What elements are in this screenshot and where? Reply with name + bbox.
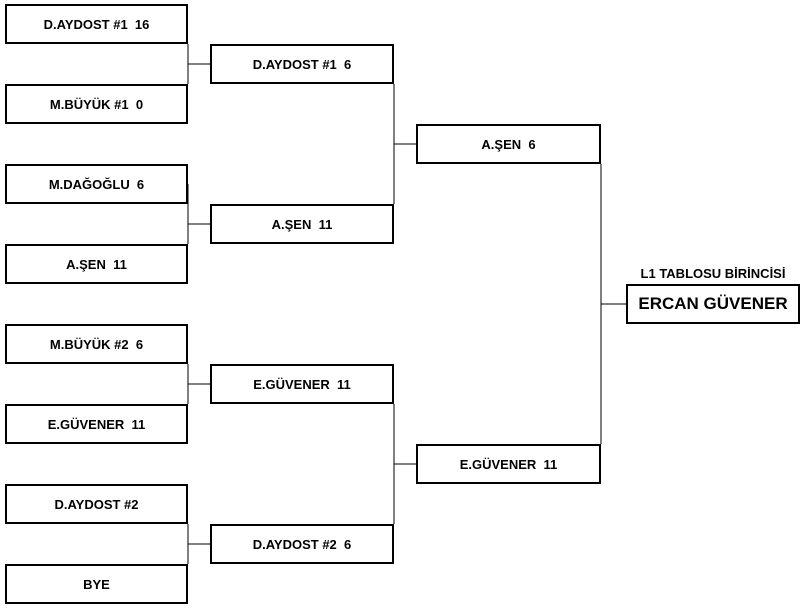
round2-entry-3: E.GÜVENER 11 [210, 364, 394, 404]
round1-entry-4: A.ŞEN 11 [5, 244, 188, 284]
round1-entry-1: D.AYDOST #1 16 [5, 4, 188, 44]
winner-title: L1 TABLOSU BİRİNCİSİ [640, 266, 786, 281]
round2-entry-1: D.AYDOST #1 6 [210, 44, 394, 84]
round1-entry-6: E.GÜVENER 11 [5, 404, 188, 444]
round3-entry-1: A.ŞEN 6 [416, 124, 601, 164]
round1-entry-8: BYE [5, 564, 188, 604]
round2-entry-4: D.AYDOST #2 6 [210, 524, 394, 564]
winner-name: ERCAN GÜVENER [626, 284, 800, 324]
round3-entry-2: E.GÜVENER 11 [416, 444, 601, 484]
round1-entry-5: M.BÜYÜK #2 6 [5, 324, 188, 364]
round1-entry-3: M.DAĞOĞLU 6 [5, 164, 188, 204]
round1-entry-2: M.BÜYÜK #1 0 [5, 84, 188, 124]
round2-entry-2: A.ŞEN 11 [210, 204, 394, 244]
round1-entry-7: D.AYDOST #2 [5, 484, 188, 524]
